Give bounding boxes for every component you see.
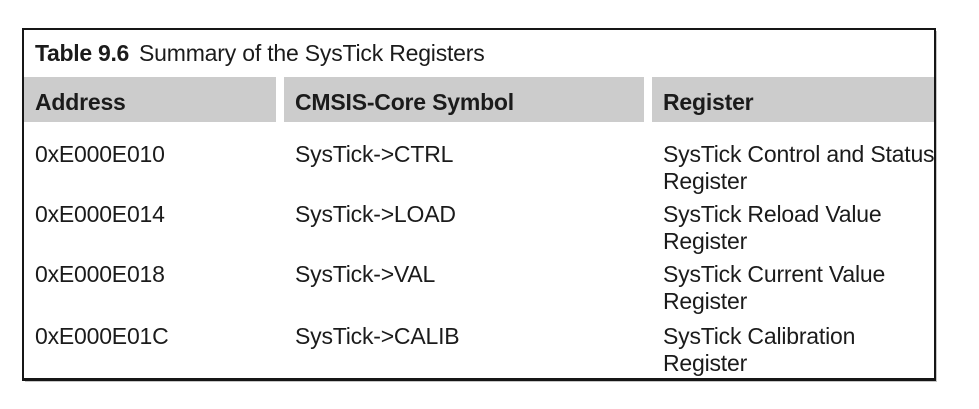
register-line: SysTick Calibration — [663, 323, 856, 349]
address-cell: 0xE000E01C — [35, 323, 169, 349]
symbol-cell: SysTick->CTRL — [295, 141, 454, 167]
table-caption: Table 9.6 Summary of the SysTick Registe… — [24, 30, 934, 77]
table-caption-label: Table 9.6 — [35, 40, 130, 66]
symbol-cell: SysTick->LOAD — [295, 201, 456, 227]
table-row: 0xE000E014 SysTick->LOAD SysTick Reload … — [24, 201, 934, 261]
symbol-cell: SysTick->CALIB — [295, 323, 460, 349]
register-cell: SysTick Current Value Register — [652, 261, 934, 315]
table-row: 0xE000E01C SysTick->CALIB SysTick Calibr… — [24, 323, 934, 383]
register-line: SysTick Current Value — [663, 261, 886, 287]
column-header-register: Register — [652, 77, 934, 122]
address-cell: 0xE000E014 — [35, 201, 165, 227]
address-cell: 0xE000E018 — [35, 261, 165, 287]
register-line: Register — [663, 228, 748, 254]
column-header-cmsis-core-symbol: CMSIS-Core Symbol — [284, 77, 644, 122]
address-cell: 0xE000E010 — [35, 141, 165, 167]
table-header-row: Address CMSIS-Core Symbol Register — [24, 77, 934, 122]
register-cell: SysTick Reload Value Register — [652, 201, 934, 255]
register-line: SysTick Control and Status — [663, 141, 935, 167]
register-line: Register — [663, 288, 748, 314]
register-line: Register — [663, 168, 748, 194]
column-header-address: Address — [24, 77, 276, 122]
register-line: Register — [663, 350, 748, 376]
register-cell: SysTick Calibration Register — [652, 323, 934, 377]
register-line: SysTick Reload Value — [663, 201, 882, 227]
table-body: 0xE000E010 SysTick->CTRL SysTick Control… — [24, 122, 935, 383]
register-cell: SysTick Control and Status Register — [652, 141, 935, 195]
table-row: 0xE000E018 SysTick->VAL SysTick Current … — [24, 261, 934, 321]
symbol-cell: SysTick->VAL — [295, 261, 436, 287]
table-row: 0xE000E010 SysTick->CTRL SysTick Control… — [24, 141, 935, 201]
table-caption-title: Summary of the SysTick Registers — [139, 40, 485, 66]
systick-registers-table: Table 9.6 Summary of the SysTick Registe… — [22, 28, 936, 381]
